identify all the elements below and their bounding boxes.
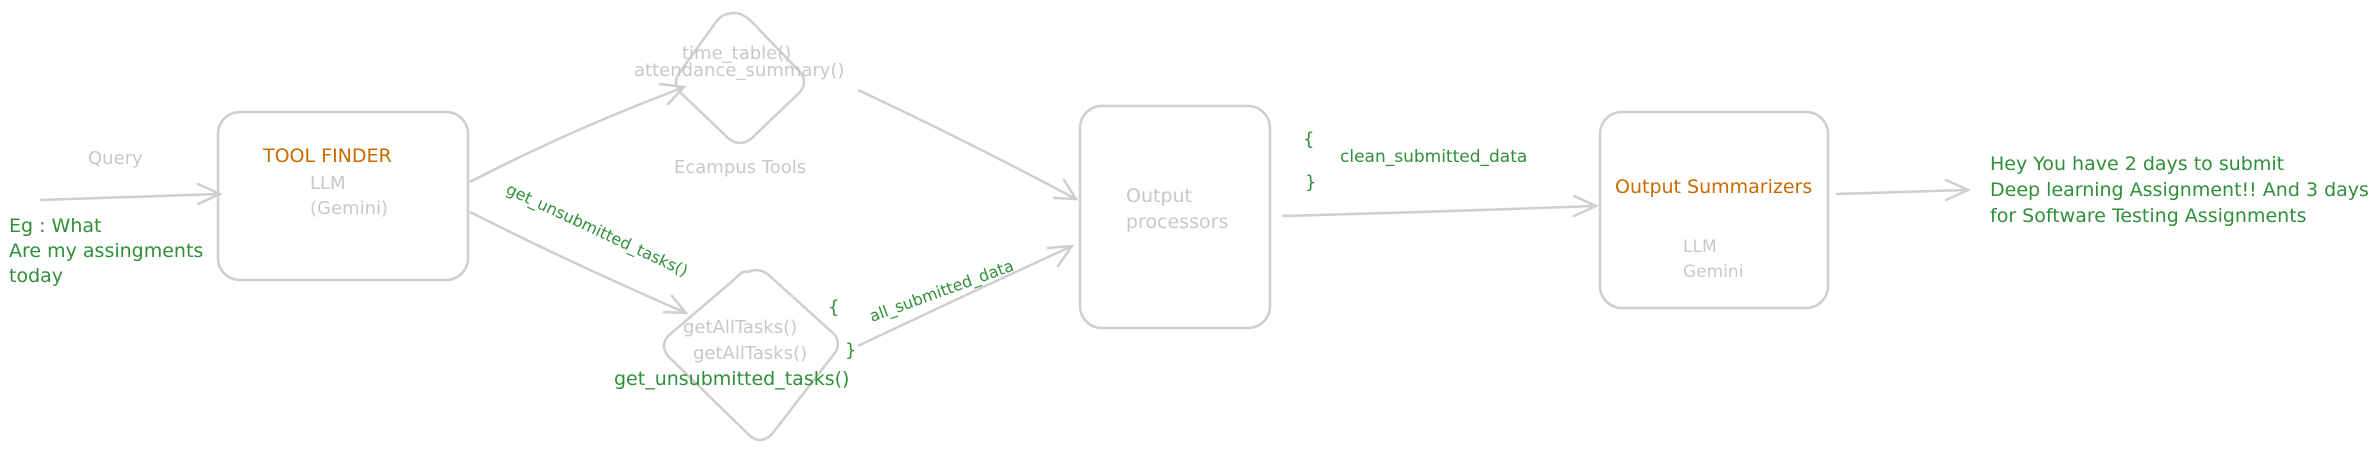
edge-label-all-submitted: all_submitted_data: [867, 256, 1017, 327]
summarizers-model-line-2: Gemini: [1683, 262, 1743, 282]
tasks-fn-2: getAllTasks(): [693, 343, 807, 364]
arrow-ecampus-to-output: [857, 88, 1079, 201]
arrow-tool-finder-to-tasks: [469, 210, 689, 315]
arrow-tasks-to-output: [857, 244, 1075, 348]
result-line-3: for Software Testing Assignments: [1990, 205, 2307, 227]
ecampus-fn-2: attendance_summary(): [634, 60, 844, 81]
tasks-node: [662, 268, 840, 442]
tasks-fn-3: get_unsubmitted_tasks(): [614, 368, 849, 390]
output-processors-line-1: Output: [1126, 185, 1192, 207]
query-example-line-1: Eg : What: [9, 215, 101, 237]
summarizers-model-line-1: LLM: [1683, 237, 1717, 257]
result-line-1: Hey You have 2 days to submit: [1990, 153, 2284, 175]
clean-data-brace-open: {: [1303, 129, 1314, 150]
query-label: Query: [88, 148, 143, 169]
ecampus-tools-node: [674, 11, 806, 145]
query-example-line-3: today: [9, 265, 63, 287]
arrow-summarizers-to-result: [1835, 178, 1972, 202]
output-processors-node: [1078, 104, 1272, 330]
tool-finder-model-line-1: LLM: [310, 173, 346, 194]
tasks-brace-open: {: [828, 297, 839, 318]
tool-finder-node: [216, 110, 470, 282]
arrow-tool-finder-to-ecampus: [469, 82, 687, 184]
tasks-fn-1: getAllTasks(): [683, 317, 797, 338]
clean-data-brace-close: }: [1305, 172, 1316, 193]
arrow-query-to-tool-finder: [39, 182, 224, 206]
tool-finder-title: TOOL FINDER: [262, 145, 392, 167]
ecampus-fn-1: time_table(): [682, 43, 791, 64]
output-processors-line-2: processors: [1126, 211, 1228, 233]
tasks-brace-close: }: [845, 340, 856, 361]
ecampus-label: Ecampus Tools: [674, 157, 806, 178]
tool-finder-model-line-2: (Gemini): [310, 198, 388, 219]
clean-data-label: clean_submitted_data: [1340, 147, 1527, 167]
arrow-output-to-summarizers: [1281, 194, 1600, 218]
result-line-2: Deep learning Assignment!! And 3 days: [1990, 179, 2369, 201]
summarizers-title: Output Summarizers: [1615, 176, 1812, 198]
query-example-line-2: Are my assingments: [9, 240, 203, 262]
edge-label-get-unsubmitted: get_unsubmitted_tasks(): [503, 179, 691, 281]
output-summarizers-node: [1598, 110, 1830, 310]
